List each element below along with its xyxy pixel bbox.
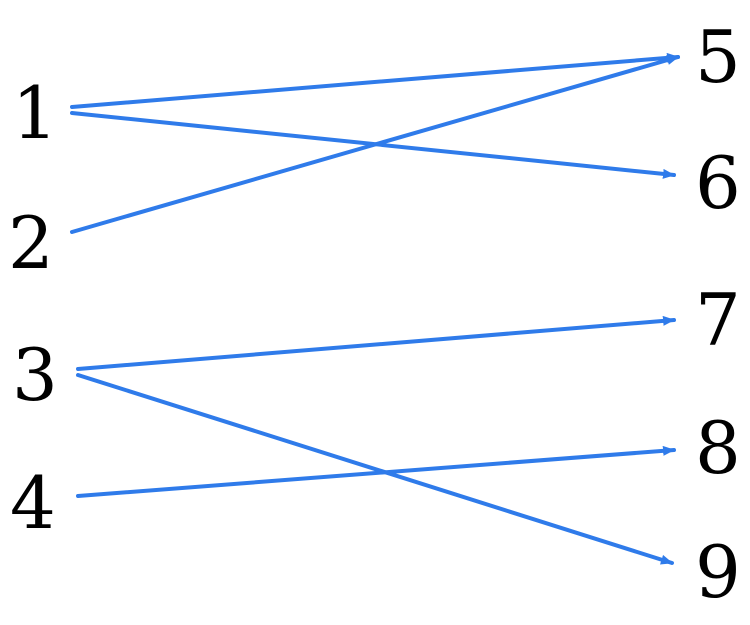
edge-2-to-5 (70, 55, 680, 234)
edge-1-to-5 (70, 52, 680, 109)
left-node-4: 4 (10, 461, 56, 545)
left-node-2: 2 (8, 201, 54, 285)
right-node-9: 9 (695, 530, 741, 614)
edges-layer (70, 52, 680, 565)
right-node-7: 7 (695, 278, 741, 362)
edge-3-to-9 (76, 373, 674, 565)
left-node-3: 3 (12, 333, 58, 417)
nodes-layer: 1 2 3 4 5 6 7 8 9 (8, 15, 741, 614)
right-node-8: 8 (695, 406, 741, 490)
edge-3-to-7 (76, 315, 676, 371)
right-node-6: 6 (695, 141, 741, 225)
edge-4-to-8 (76, 445, 676, 498)
left-node-1: 1 (12, 71, 58, 155)
right-node-5: 5 (695, 15, 741, 99)
